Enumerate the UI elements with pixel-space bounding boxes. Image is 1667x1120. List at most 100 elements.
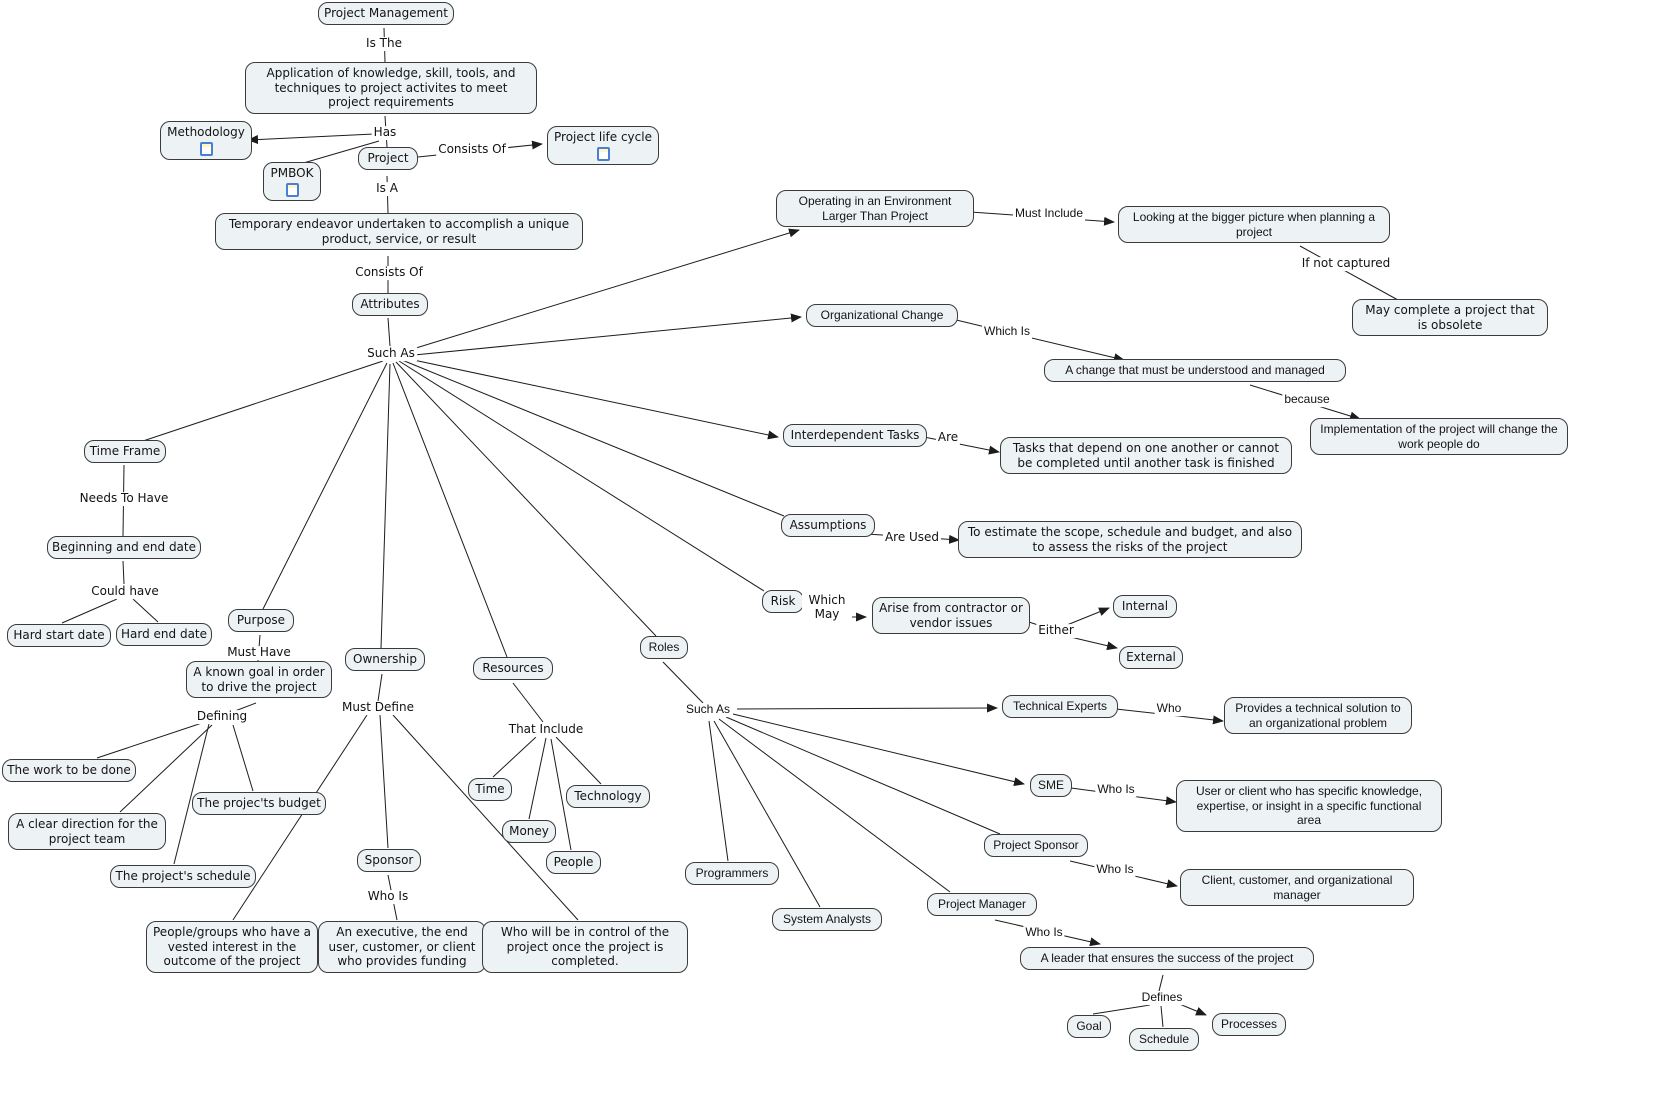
link-label-who-is-ps[interactable]: Who Is xyxy=(1094,862,1136,877)
link-label-defines[interactable]: Defines xyxy=(1139,990,1185,1005)
node-provides[interactable]: Provides a technical solution to an orga… xyxy=(1224,697,1412,735)
link-label-defining[interactable]: Defining xyxy=(194,709,250,724)
link-label-who-is-pm[interactable]: Who Is xyxy=(1023,925,1065,940)
node-label: SME xyxy=(1037,778,1064,792)
node-people-groups[interactable]: People/groups who have a vested interest… xyxy=(146,921,318,973)
node-time-n[interactable]: Time xyxy=(468,778,512,801)
node-leader[interactable]: A leader that ensures the success of the… xyxy=(1020,947,1314,970)
node-external[interactable]: External xyxy=(1119,646,1183,669)
node-arise[interactable]: Arise from contractor or vendor issues xyxy=(872,597,1030,635)
node-org-change[interactable]: Organizational Change xyxy=(806,304,958,327)
node-goal[interactable]: Goal xyxy=(1067,1015,1111,1038)
node-label: Resources xyxy=(482,661,544,675)
resource-icon[interactable] xyxy=(199,141,213,156)
link-label-consists-of-1[interactable]: Consists Of xyxy=(436,142,508,157)
node-risk[interactable]: Risk xyxy=(762,590,804,613)
link-label-because[interactable]: because xyxy=(1282,392,1332,407)
node-roles[interactable]: Roles xyxy=(640,636,688,659)
node-temporary[interactable]: Temporary endeavor undertaken to accompl… xyxy=(215,213,583,251)
edge xyxy=(398,360,765,592)
node-executive[interactable]: An executive, the end user, customer, or… xyxy=(318,921,486,973)
link-label-has[interactable]: Has xyxy=(371,125,399,140)
link-label-which-is-1[interactable]: Which Is xyxy=(981,324,1033,339)
node-people[interactable]: People xyxy=(546,851,601,874)
link-label-either[interactable]: Either xyxy=(1036,623,1076,638)
link-label-must-have[interactable]: Must Have xyxy=(225,645,293,660)
node-ownership[interactable]: Ownership xyxy=(345,648,425,671)
node-programmers[interactable]: Programmers xyxy=(685,862,779,885)
node-looking[interactable]: Looking at the bigger picture when plann… xyxy=(1118,206,1390,244)
node-work-done[interactable]: The work to be done xyxy=(2,759,136,782)
resource-icon[interactable] xyxy=(596,146,610,161)
node-budget[interactable]: The projec'ts budget xyxy=(192,792,326,815)
node-client-customer[interactable]: Client, customer, and organizational man… xyxy=(1180,869,1414,907)
node-implementation[interactable]: Implementation of the project will chang… xyxy=(1310,418,1568,456)
node-hard-end[interactable]: Hard end date xyxy=(116,623,212,646)
node-schedule2[interactable]: The project's schedule xyxy=(110,865,256,888)
edge xyxy=(403,313,802,357)
node-pmbok[interactable]: PMBOK xyxy=(263,162,321,201)
link-label-is-a[interactable]: Is A xyxy=(374,181,400,196)
node-attributes[interactable]: Attributes xyxy=(352,293,428,316)
node-begin-end[interactable]: Beginning and end date xyxy=(47,536,201,559)
node-proj-manager[interactable]: Project Manager xyxy=(927,893,1037,916)
node-internal[interactable]: Internal xyxy=(1113,595,1177,618)
edge xyxy=(139,360,384,443)
node-operating[interactable]: Operating in an Environment Larger Than … xyxy=(776,190,974,228)
link-label-such-as-2[interactable]: Such As xyxy=(683,702,733,717)
link-label-such-as-1[interactable]: Such As xyxy=(365,346,417,361)
link-label-could-have[interactable]: Could have xyxy=(89,584,161,599)
node-time-frame[interactable]: Time Frame xyxy=(84,440,166,463)
node-methodology[interactable]: Methodology xyxy=(160,121,252,160)
node-application[interactable]: Application of knowledge, skill, tools, … xyxy=(245,62,537,114)
node-sys-analysts[interactable]: System Analysts xyxy=(772,908,882,931)
node-label: Temporary endeavor undertaken to accompl… xyxy=(228,217,570,246)
node-label: Interdependent Tasks xyxy=(790,428,920,442)
edge xyxy=(718,718,951,893)
node-assumptions[interactable]: Assumptions xyxy=(781,514,875,537)
node-interdependent[interactable]: Interdependent Tasks xyxy=(783,424,927,447)
node-schedule3[interactable]: Schedule xyxy=(1129,1028,1199,1051)
link-label-that-include[interactable]: That Include xyxy=(506,722,586,737)
node-pm[interactable]: Project Management xyxy=(318,2,454,25)
node-resources[interactable]: Resources xyxy=(473,657,553,680)
link-label-are[interactable]: Are xyxy=(935,430,961,445)
node-technology[interactable]: Technology xyxy=(566,785,650,808)
node-known-goal[interactable]: A known goal in order to drive the proje… xyxy=(186,661,332,699)
node-purpose[interactable]: Purpose xyxy=(228,609,294,632)
resource-icon[interactable] xyxy=(285,182,299,197)
link-label-are-used[interactable]: Are Used xyxy=(882,530,942,545)
node-label: External xyxy=(1126,650,1176,664)
node-user-client[interactable]: User or client who has specific knowledg… xyxy=(1176,780,1442,832)
node-money[interactable]: Money xyxy=(502,820,556,843)
node-project[interactable]: Project xyxy=(358,147,418,170)
node-label: Time xyxy=(475,782,505,796)
link-label-who-is-sme[interactable]: Who Is xyxy=(1095,782,1137,797)
node-label: System Analysts xyxy=(782,912,872,926)
node-proj-sponsor[interactable]: Project Sponsor xyxy=(984,834,1088,857)
node-to-estimate[interactable]: To estimate the scope, schedule and budg… xyxy=(958,521,1302,559)
node-processes[interactable]: Processes xyxy=(1212,1013,1286,1036)
link-label-if-not-captured[interactable]: If not captured xyxy=(1299,256,1393,271)
node-plc[interactable]: Project life cycle xyxy=(547,126,659,165)
link-label-is-the[interactable]: Is The xyxy=(364,36,404,51)
link-label-which-may[interactable]: Which May xyxy=(802,593,852,622)
link-label-consists-of-2[interactable]: Consists Of xyxy=(353,265,425,280)
node-sme[interactable]: SME xyxy=(1030,774,1072,797)
node-may-complete[interactable]: May complete a project that is obsolete xyxy=(1352,299,1548,337)
node-a-change[interactable]: A change that must be understood and man… xyxy=(1044,359,1346,382)
node-clear-direction[interactable]: A clear direction for the project team xyxy=(8,813,166,851)
node-tech-experts[interactable]: Technical Experts xyxy=(1002,695,1118,718)
node-sponsor[interactable]: Sponsor xyxy=(357,849,421,872)
node-control[interactable]: Who will be in control of the project on… xyxy=(482,921,688,973)
link-label-must-include[interactable]: Must Include xyxy=(1012,206,1086,221)
link-label-who-is-sponsor[interactable]: Who Is xyxy=(365,889,411,904)
node-label: Methodology xyxy=(167,125,245,139)
node-label: A change that must be understood and man… xyxy=(1065,363,1325,377)
link-label-needs-to-have[interactable]: Needs To Have xyxy=(77,491,171,506)
node-tasks-depend[interactable]: Tasks that depend on one another or cann… xyxy=(1000,437,1292,475)
node-hard-start[interactable]: Hard start date xyxy=(7,624,111,647)
edge xyxy=(173,723,210,865)
link-label-who[interactable]: Who xyxy=(1154,701,1184,716)
link-label-must-define[interactable]: Must Define xyxy=(340,700,416,715)
